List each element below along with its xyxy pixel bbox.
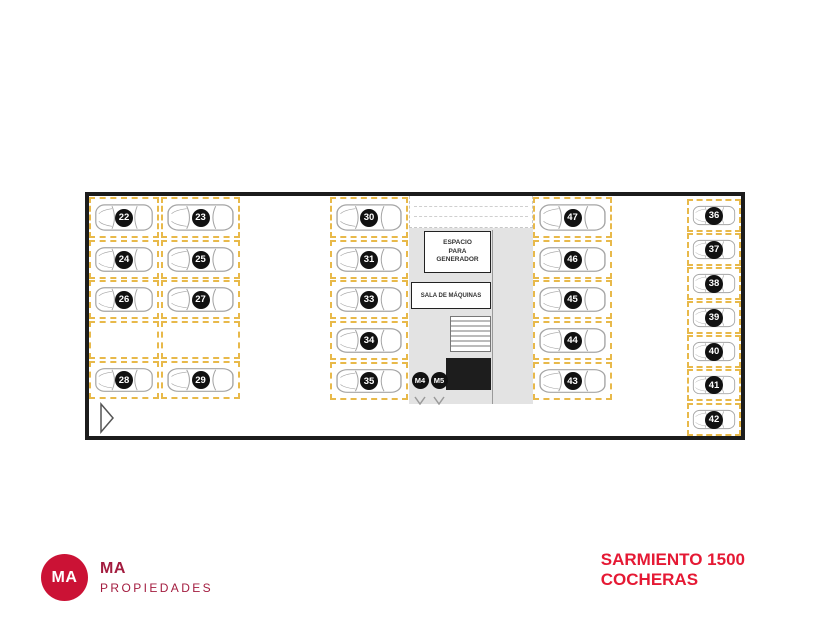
- moto-spot-M5: M5: [430, 372, 448, 406]
- spot-number-badge: 47: [563, 208, 582, 227]
- spot-number-badge: 29: [191, 371, 210, 389]
- parking-spot-27: 27: [161, 280, 240, 319]
- spot-number-badge: 31: [360, 250, 378, 269]
- parking-spot-24: 24: [89, 240, 159, 279]
- parking-spot-36: 36: [687, 199, 741, 232]
- listing-title-block: SARMIENTO 1500 COCHERAS: [601, 550, 745, 590]
- parking-spot-35: 35: [330, 362, 408, 400]
- parking-spot-22: 22: [89, 197, 159, 238]
- parking-spot-46: 46: [533, 240, 612, 279]
- spot-number-badge: 46: [563, 250, 582, 269]
- spot-number-badge: 33: [360, 290, 378, 309]
- spot-number-badge: 38: [705, 274, 723, 293]
- entrance-ramp: [409, 196, 533, 228]
- ramp-line: [414, 216, 528, 217]
- company-name: MA PROPIEDADES: [100, 560, 213, 595]
- parking-spot-38: 38: [687, 267, 741, 300]
- arrow-down-icon: [430, 392, 448, 410]
- spot-number-badge: 44: [563, 331, 582, 350]
- elevator-shaft: [446, 358, 491, 390]
- spot-number-badge: 36: [705, 206, 723, 225]
- listing-title: SARMIENTO 1500: [600, 550, 745, 569]
- spot-number-badge: 26: [115, 290, 133, 309]
- machine-room: SALA DE MÁQUINAS: [411, 282, 491, 309]
- company-name-line2: PROPIEDADES: [100, 581, 214, 595]
- parking-spot-34: 34: [330, 321, 408, 360]
- parking-spot-31: 31: [330, 240, 408, 279]
- ramp-line: [414, 206, 528, 207]
- spot-number-badge: 24: [115, 250, 133, 269]
- empty-parking-spot: [161, 321, 240, 359]
- spot-number-badge: 23: [191, 208, 210, 227]
- stairs-icon: [450, 316, 491, 352]
- generator-room-label-line: PARA: [448, 247, 467, 255]
- arrow-down-icon: [411, 392, 429, 410]
- parking-spot-23: 23: [161, 197, 240, 238]
- moto-spot-badge: M4: [411, 372, 429, 389]
- spot-number-badge: 39: [705, 308, 723, 327]
- parking-spot-37: 37: [687, 233, 741, 266]
- spot-number-badge: 34: [360, 331, 378, 350]
- parking-spot-41: 41: [687, 369, 741, 401]
- parking-spot-39: 39: [687, 301, 741, 334]
- core-divider-line: [492, 230, 493, 404]
- parking-spot-40: 40: [687, 335, 741, 368]
- generator-room-label-line: GENERADOR: [436, 256, 479, 264]
- listing-subtitle: COCHERAS: [600, 570, 699, 589]
- parking-spot-45: 45: [533, 280, 612, 319]
- spot-number-badge: 28: [115, 371, 133, 389]
- parking-spot-25: 25: [161, 240, 240, 279]
- spot-number-badge: 43: [563, 372, 582, 390]
- parking-spot-33: 33: [330, 280, 408, 319]
- generator-room: ESPACIO PARA GENERADOR: [424, 231, 491, 273]
- empty-parking-spot: [89, 321, 159, 359]
- parking-spot-26: 26: [89, 280, 159, 319]
- parking-spot-44: 44: [533, 321, 612, 360]
- parking-spot-47: 47: [533, 197, 612, 238]
- spot-number-badge: 30: [360, 208, 378, 227]
- spot-number-badge: 42: [705, 410, 723, 429]
- moto-spot-badge: M5: [430, 372, 448, 389]
- spot-number-badge: 22: [115, 208, 133, 227]
- generator-room-label-line: ESPACIO: [443, 239, 472, 247]
- spot-number-badge: 27: [191, 290, 210, 309]
- machine-room-label: SALA DE MÁQUINAS: [420, 292, 482, 299]
- parking-spot-42: 42: [687, 403, 741, 436]
- parking-spot-28: 28: [89, 361, 159, 399]
- spot-number-badge: 41: [705, 376, 723, 394]
- parking-spot-43: 43: [533, 362, 612, 400]
- spot-number-badge: 25: [191, 250, 210, 269]
- ma-propiedades-logo: MA: [41, 554, 88, 601]
- logo-text: MA: [51, 568, 78, 586]
- parking-spot-30: 30: [330, 197, 408, 238]
- parking-spot-29: 29: [161, 361, 240, 399]
- spot-number-badge: 40: [705, 342, 723, 361]
- spot-number-badge: 35: [360, 372, 378, 390]
- spot-number-badge: 45: [563, 290, 582, 309]
- moto-spot-M4: M4: [411, 372, 429, 406]
- company-name-line1: MA: [100, 560, 126, 577]
- spot-number-badge: 37: [705, 240, 723, 259]
- door-icon: [98, 401, 116, 435]
